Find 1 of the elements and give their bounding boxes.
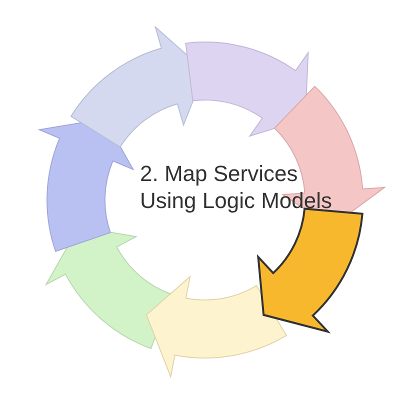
center-label: 2. Map Services Using Logic Models <box>140 160 333 214</box>
